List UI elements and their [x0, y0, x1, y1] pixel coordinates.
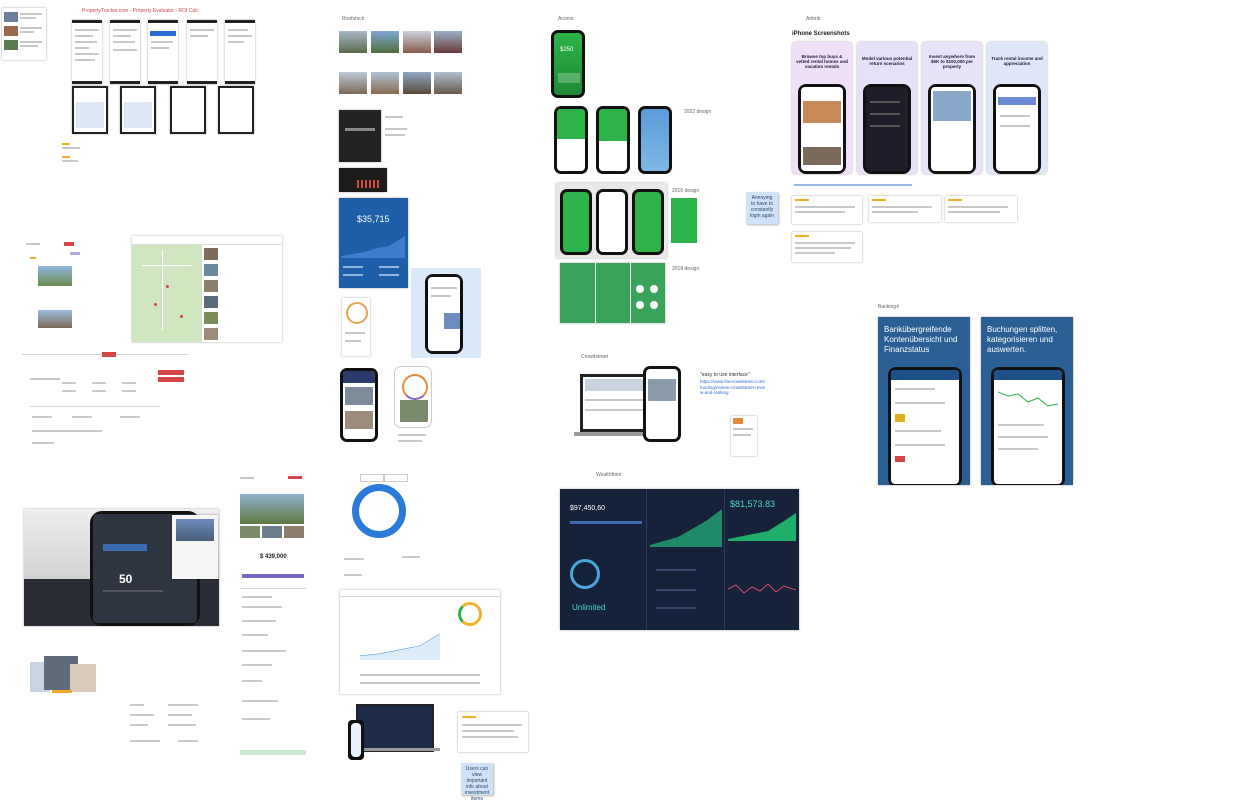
listing-page[interactable] [26, 240, 88, 332]
listing-photo[interactable] [371, 31, 399, 53]
desktop-dashboard[interactable] [340, 590, 500, 694]
map-pin-icon[interactable] [154, 303, 157, 306]
donut-chart [352, 484, 406, 538]
crowdstreet-phone[interactable] [643, 366, 681, 442]
map-search-screen[interactable] [132, 236, 282, 342]
airbnb-review-2 [869, 196, 941, 222]
airbnb-promo-1[interactable]: Browse top buys & vetted rental homes an… [792, 42, 852, 174]
airbnb-promo-2[interactable]: Model various potential return scenarios [857, 42, 917, 174]
map-area[interactable] [132, 245, 202, 342]
acorns-phone-2022-a[interactable] [554, 106, 588, 174]
section-title-acorns: Acorns [558, 16, 574, 22]
section-title-crowdstreet: Crowdstreet [581, 354, 608, 360]
acorns-phone-main[interactable]: $250 [551, 30, 585, 98]
portfolio-donut-screen[interactable] [340, 464, 424, 580]
banking-promo-2[interactable]: Buchungen splitten, kategorisieren und a… [981, 317, 1073, 485]
listing-photo[interactable] [403, 31, 431, 53]
roofstock-chart-value: $35,715 [357, 214, 390, 224]
map-pin-icon[interactable] [166, 285, 169, 288]
roofstock-dashboard[interactable]: $35,715 [339, 198, 408, 288]
listing-photo[interactable] [434, 31, 462, 53]
listing-thumbnail-card[interactable] [2, 8, 46, 60]
line-chart-icon [728, 513, 796, 541]
annotation-2016: 2016 design [672, 188, 700, 194]
line-chart-icon [728, 583, 796, 594]
airbnb-review-3 [945, 196, 1017, 222]
listing-photo[interactable] [339, 72, 367, 94]
listing-photo[interactable] [339, 31, 367, 53]
tablet-screen-2[interactable] [120, 86, 156, 134]
mobile-screen-5[interactable] [225, 20, 255, 84]
devices-mockup[interactable] [348, 700, 440, 762]
tablet-screen-4[interactable] [218, 86, 254, 134]
annotation-2018: 2018 design [672, 266, 700, 272]
annotation-easy-interface: "easy to use interface" [700, 372, 750, 378]
line-chart-icon [341, 236, 405, 258]
roofstock-price: $ 439,000 [260, 554, 287, 560]
mobile-screen-1[interactable] [72, 20, 102, 84]
tab-button[interactable] [360, 474, 384, 482]
mobile-screen-2[interactable] [110, 20, 140, 84]
acorns-green-chart [671, 198, 697, 243]
mobile-screen-4[interactable] [187, 20, 217, 84]
dark-product-card[interactable] [339, 110, 381, 162]
gauge-screen[interactable] [342, 298, 370, 356]
acorns-phone-2022-c[interactable] [638, 106, 672, 174]
annotation-iphone-screenshots: iPhone Screenshots [792, 31, 850, 37]
sticky-note-login: Annoying to have to constantly login aga… [746, 192, 778, 224]
tab-button[interactable] [384, 474, 408, 482]
device-stack-thumb[interactable] [30, 656, 98, 696]
rate-phone-promo[interactable]: 50 [24, 509, 219, 626]
property-report[interactable] [22, 350, 188, 450]
wealthfront-unlimited: Unlimited [572, 603, 606, 612]
airbnb-review-1 [792, 196, 862, 224]
line-chart-icon [998, 391, 1058, 407]
dark-phone[interactable] [340, 368, 378, 442]
section-title-banking: Banking4 [878, 304, 899, 310]
tablet-screen-1[interactable] [72, 86, 108, 134]
acorns-phone-2022-b[interactable] [596, 106, 630, 174]
line-chart-icon [650, 509, 722, 547]
airbnb-promo-4[interactable]: Track rental income and appreciation [987, 42, 1047, 174]
section-title-wealthfront: Wealthfront [596, 472, 622, 478]
airbnb-promo-3[interactable]: Invest anywhere from $5K to $100,000 per… [922, 42, 982, 174]
gauge-phone[interactable] [394, 366, 432, 428]
section-title-property-tracker: PropertyTracker.com - Property Evaluator… [82, 8, 199, 14]
phone-light-card[interactable] [411, 268, 481, 358]
line-chart-icon [360, 633, 440, 660]
review-card [458, 712, 528, 752]
listing-photo[interactable] [403, 72, 431, 94]
acorns-2018-board[interactable] [560, 263, 665, 323]
annotation-2022: 2022 design [684, 109, 712, 115]
sticky-note-roofstock: Users can view important info about inve… [461, 763, 493, 802]
dark-banner[interactable] [339, 168, 387, 192]
listing-photo[interactable] [434, 72, 462, 94]
crowdstreet-review-link[interactable]: https://www.thecrowdstreet.com/funding/r… [700, 379, 766, 395]
airbnb-review-4 [792, 232, 862, 262]
acorns-2016-board[interactable] [556, 183, 667, 258]
map-pin-icon[interactable] [180, 315, 183, 318]
listing-photo[interactable] [371, 72, 399, 94]
data-table-snippet [128, 700, 208, 754]
section-title-roofstock: Roofstock [342, 16, 365, 22]
wealthfront-balance: $81,573.83 [730, 499, 776, 509]
acorns-balance: $250 [560, 47, 574, 53]
rate-value: 50 [119, 572, 133, 586]
mobile-screen-3[interactable] [148, 20, 178, 84]
section-title-airbnb: Airbnb [806, 16, 821, 22]
buy-button[interactable] [242, 574, 304, 578]
tablet-screen-3[interactable] [170, 86, 206, 134]
wealthfront-side-value: $97,450,60 [570, 505, 606, 512]
property-detail-page[interactable]: $ 439,000 [240, 474, 306, 758]
banking-promo-1[interactable]: Bankübergreifende Kontenübersicht und Fi… [878, 317, 970, 485]
review-snippet [62, 142, 82, 170]
crowdstreet-article[interactable] [731, 416, 757, 456]
wealthfront-dashboard[interactable]: $97,450,60 Unlimited $81,573.83 [560, 489, 799, 630]
